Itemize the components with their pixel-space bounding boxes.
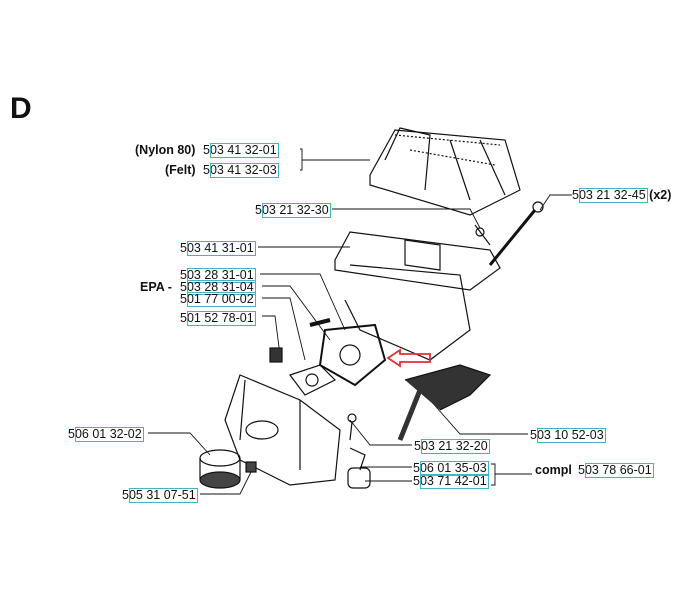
part-link-screw-c[interactable]: 503 21 32-20 [414, 439, 490, 454]
part-link-35-03[interactable]: 506 01 35-03 [413, 461, 489, 476]
part-link-bushing[interactable]: 501 52 78-01 [180, 311, 256, 326]
part-link-carb[interactable]: 503 28 31-01 [180, 268, 256, 283]
part-link-gasket[interactable]: 501 77 00-02 [180, 292, 256, 307]
part-link-filter[interactable]: 506 01 32-02 [68, 427, 144, 442]
part-link-nut[interactable]: 505 31 07-51 [122, 488, 198, 503]
intake-housing-part [224, 374, 341, 486]
part-link-screw-a[interactable]: 503 21 32-30 [255, 203, 331, 218]
quantity-label: (x2) [649, 188, 672, 202]
highlight-arrow [386, 348, 431, 368]
felt-label: (Felt) [165, 163, 196, 177]
small-parts [347, 447, 371, 489]
part-link-felt[interactable]: 503 41 32-03 [203, 163, 279, 178]
nylon-label: (Nylon 80) [135, 143, 196, 157]
gasket-part [269, 347, 337, 396]
compl-label: compl [535, 463, 572, 477]
screw-part [347, 201, 544, 441]
leader-lines [148, 148, 572, 495]
epa-label: EPA - [140, 280, 172, 294]
carburetor-part [309, 318, 387, 387]
part-link-42-01[interactable]: 503 71 42-01 [413, 474, 489, 489]
cylinder-filter-part [199, 449, 257, 489]
throttle-lever-part [397, 364, 492, 441]
section-letter: D [10, 92, 32, 125]
part-link-compl[interactable]: 503 78 66-01 [578, 463, 654, 478]
part-link-lever[interactable]: 503 10 52-03 [530, 428, 606, 443]
part-link-carb-epa[interactable]: 503 28 31-04 [180, 280, 256, 295]
part-link-holder[interactable]: 503 41 31-01 [180, 241, 256, 256]
part-link-nylon[interactable]: 503 41 32-01 [203, 143, 279, 158]
filter-holder-part [334, 231, 501, 361]
air-filter-part [369, 127, 521, 216]
part-link-screw-b[interactable]: 503 21 32-45 [572, 188, 648, 203]
